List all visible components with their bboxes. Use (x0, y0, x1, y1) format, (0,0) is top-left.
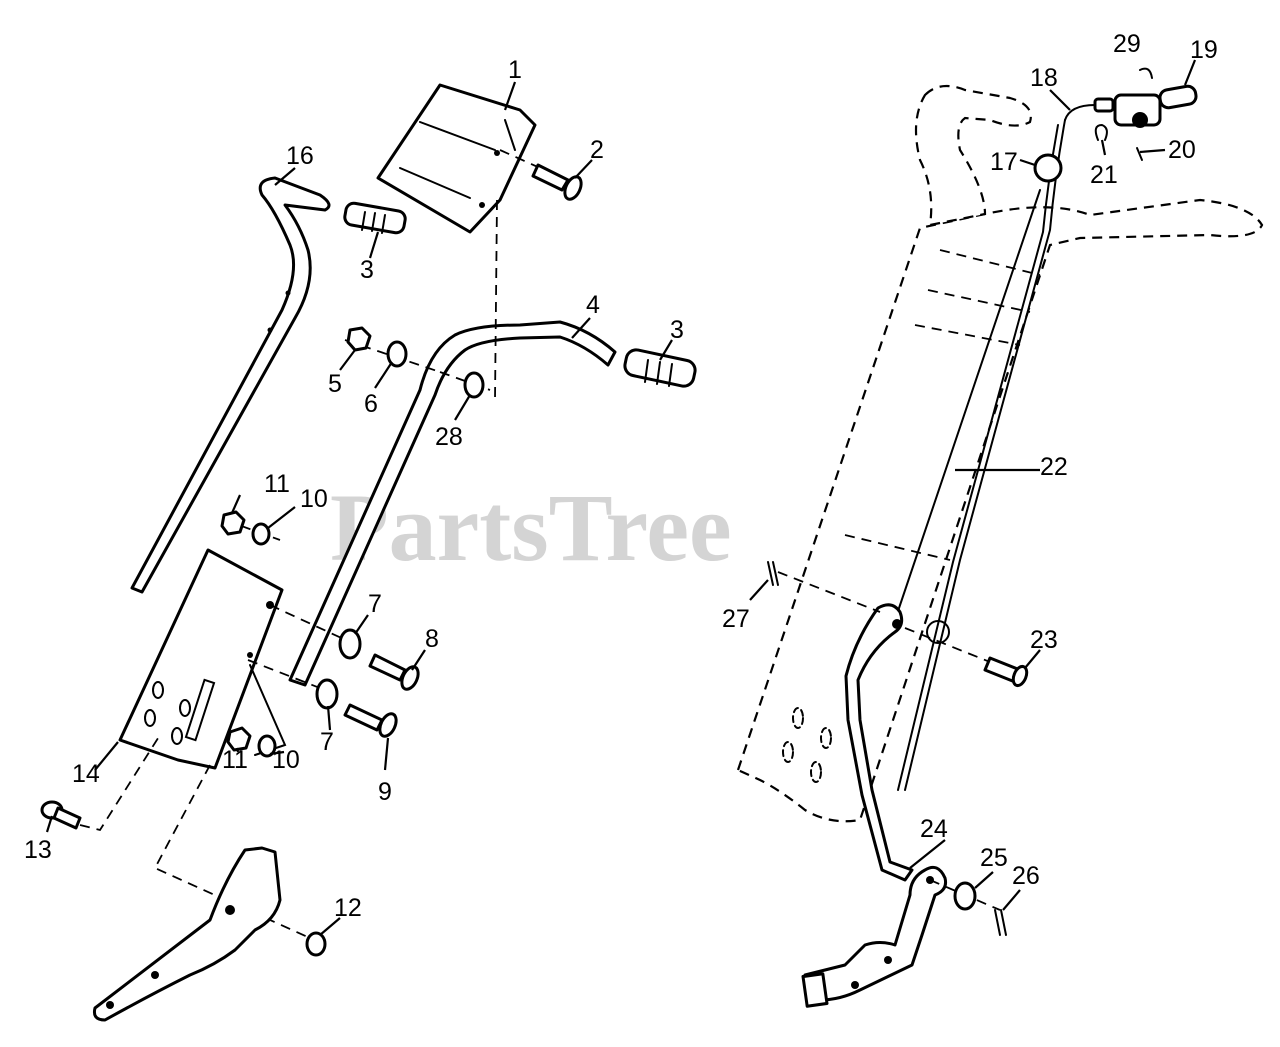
callout-29: 29 (1113, 30, 1141, 58)
hardware-10-11-upper (220, 510, 281, 546)
part-27-clip (767, 561, 881, 613)
frame-left-bottom (93, 764, 327, 1022)
part-22-cable-rod (894, 119, 1066, 791)
callout-1: 1 (508, 56, 522, 84)
callout-23: 23 (1030, 626, 1058, 654)
callout-9: 9 (378, 778, 392, 806)
callout-12: 12 (334, 894, 362, 922)
part-3-grip-upper (343, 201, 407, 235)
hardware-5-6-28 (344, 326, 485, 399)
callout-6: 6 (364, 390, 378, 418)
callout-28: 28 (435, 423, 463, 451)
part-16-upper-handle-bar (130, 176, 331, 594)
control-lever-18-21-29 (1064, 67, 1198, 161)
leader-lines (45, 59, 1197, 936)
callout-labels: 1 2 16 3 4 3 5 6 28 11 10 7 8 7 9 11 10 … (24, 30, 1218, 922)
callout-2: 2 (590, 136, 604, 164)
callout-18: 18 (1030, 64, 1058, 92)
callout-4: 4 (586, 291, 600, 319)
callout-11-lower: 11 (222, 746, 248, 774)
callout-11-upper: 11 (264, 470, 290, 498)
callout-14: 14 (72, 760, 100, 788)
part-3-grip-right (623, 348, 697, 388)
part-1-handle-panel (376, 83, 537, 234)
callout-20: 20 (1168, 136, 1196, 164)
part-13-carriage-bolt (40, 734, 161, 832)
callout-24: 24 (920, 815, 948, 843)
callout-3-right: 3 (670, 316, 684, 344)
callout-19: 19 (1190, 36, 1218, 64)
callout-10-lower: 10 (272, 746, 300, 774)
callout-21: 21 (1090, 161, 1118, 189)
part-23-pin (983, 656, 1029, 688)
part-17-knob (1033, 153, 1063, 183)
callout-7-upper: 7 (368, 590, 382, 618)
callout-16: 16 (286, 142, 314, 170)
callout-13: 13 (24, 836, 52, 864)
callout-8: 8 (425, 625, 439, 653)
bracket-right-bottom (801, 865, 1007, 1008)
callout-5: 5 (328, 370, 342, 398)
callout-26: 26 (1012, 862, 1040, 890)
callout-10-upper: 10 (300, 485, 328, 513)
callout-17: 17 (990, 148, 1018, 176)
callout-27: 27 (722, 605, 750, 633)
callout-25: 25 (980, 844, 1008, 872)
hardware-10-11-lower (226, 726, 277, 758)
hardware-7-8-9 (247, 604, 420, 756)
callout-3-upper: 3 (360, 256, 374, 284)
part-2-bolt (499, 149, 583, 201)
callout-7-lower: 7 (320, 728, 334, 756)
handle-housing-outline (736, 84, 1264, 823)
callout-22: 22 (1040, 453, 1068, 481)
part-14-bracket-plate (118, 548, 284, 770)
watermark-text: PartsTree (330, 474, 732, 581)
